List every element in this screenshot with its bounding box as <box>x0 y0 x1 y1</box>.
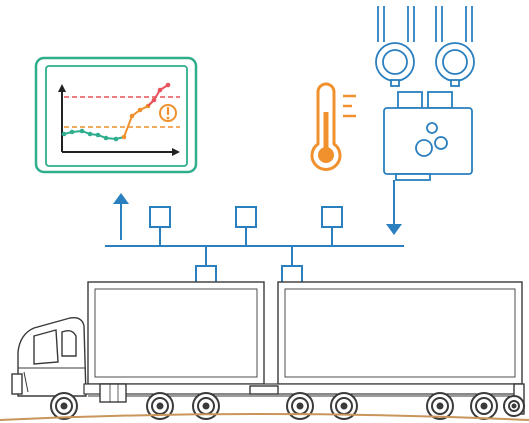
wheel-icon <box>286 392 314 420</box>
low-point <box>113 136 119 142</box>
alert-icon <box>159 104 177 122</box>
low-point <box>61 131 67 137</box>
low-point <box>103 135 109 141</box>
low-series-points <box>61 128 119 142</box>
monitor-chart-icon <box>34 56 198 174</box>
thermometer-icon <box>310 82 356 171</box>
network-node <box>281 265 303 285</box>
truck-icon <box>11 281 525 415</box>
wheel-icon <box>470 392 498 420</box>
high-point <box>151 97 157 103</box>
ground-line <box>0 413 529 421</box>
mid-point <box>121 134 127 140</box>
low-point <box>79 128 85 134</box>
high-series-points <box>151 82 171 103</box>
chart-y-axis-arrowhead <box>58 84 66 92</box>
network-node <box>321 206 343 228</box>
wheel-icon <box>503 395 525 417</box>
wheel-icon <box>192 392 220 420</box>
trailer-container-rear <box>277 281 523 385</box>
network-node <box>195 265 217 285</box>
truck-cab <box>17 316 87 397</box>
mid-point <box>129 113 135 119</box>
low-point <box>87 131 93 137</box>
low-point <box>95 132 101 138</box>
arrow-down-icon <box>386 180 402 235</box>
truck-wheels <box>50 392 525 420</box>
thermometer-mercury <box>323 112 329 152</box>
high-point <box>165 82 171 88</box>
chart-x-axis-arrowhead <box>172 148 180 156</box>
wheel-icon <box>146 392 174 420</box>
thermometer-bulb <box>318 147 334 163</box>
network-bus <box>105 206 404 285</box>
mid-series-points <box>121 103 151 140</box>
arrow-up-icon <box>113 193 129 240</box>
wheel-icon <box>330 392 358 420</box>
high-point <box>157 87 163 93</box>
network-node <box>235 206 257 228</box>
wheel-icon <box>50 392 78 420</box>
mid-point <box>137 107 143 113</box>
wheel-icon <box>426 392 454 420</box>
high-series-line <box>147 84 169 107</box>
network-node <box>149 206 171 228</box>
pump-icon <box>375 6 475 181</box>
trailer-container-front <box>87 281 265 385</box>
low-point <box>69 129 75 135</box>
